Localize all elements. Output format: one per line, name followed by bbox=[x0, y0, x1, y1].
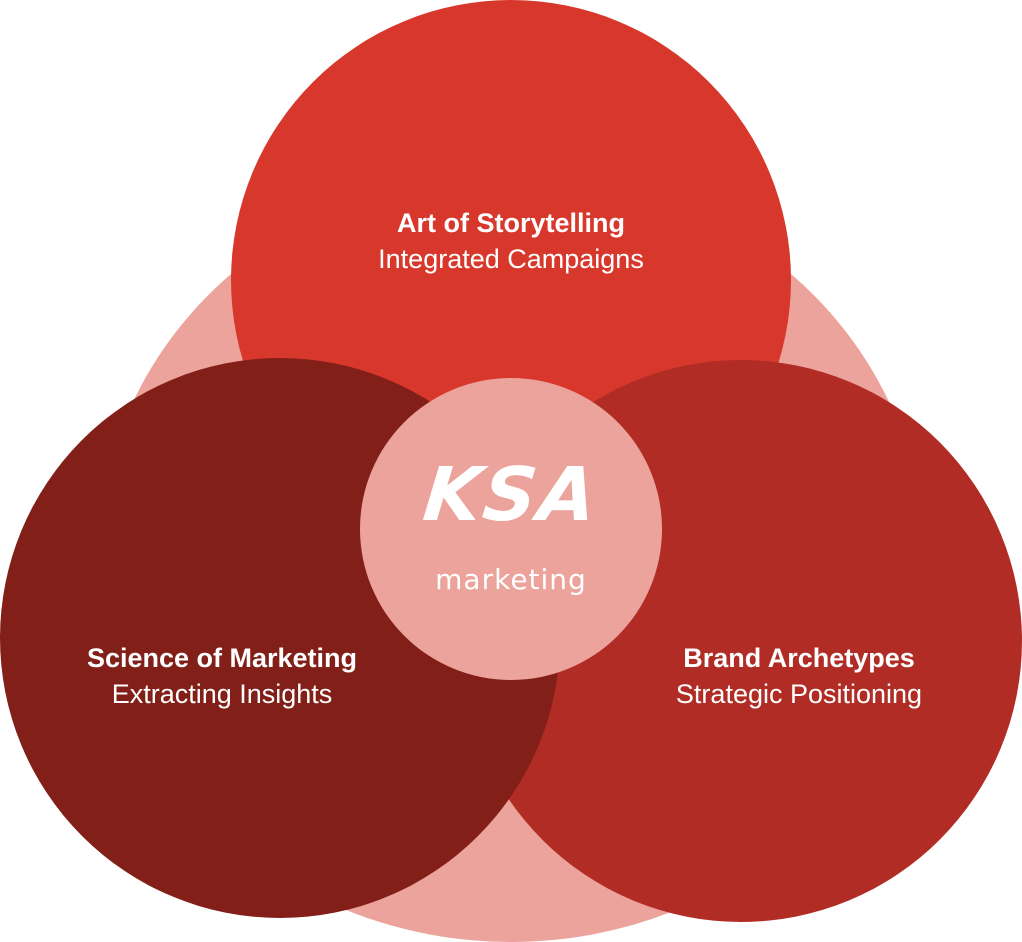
storytelling-title: Art of Storytelling bbox=[397, 208, 625, 238]
center-circle bbox=[360, 378, 662, 680]
science-subtitle: Extracting Insights bbox=[111, 679, 333, 709]
brand-title: Brand Archetypes bbox=[683, 643, 915, 673]
logo-mark: KSA bbox=[419, 452, 603, 538]
ksa-logo: KSA marketing bbox=[360, 378, 662, 680]
science-title: Science of Marketing bbox=[86, 643, 358, 673]
storytelling-label: Art of Storytelling Integrated Campaigns bbox=[311, 205, 711, 277]
logo-wordmark: marketing bbox=[435, 563, 587, 596]
brand-subtitle: Strategic Positioning bbox=[675, 679, 923, 709]
storytelling-subtitle: Integrated Campaigns bbox=[378, 244, 644, 274]
science-label: Science of Marketing Extracting Insights bbox=[22, 640, 422, 712]
brand-label: Brand Archetypes Strategic Positioning bbox=[599, 640, 999, 712]
